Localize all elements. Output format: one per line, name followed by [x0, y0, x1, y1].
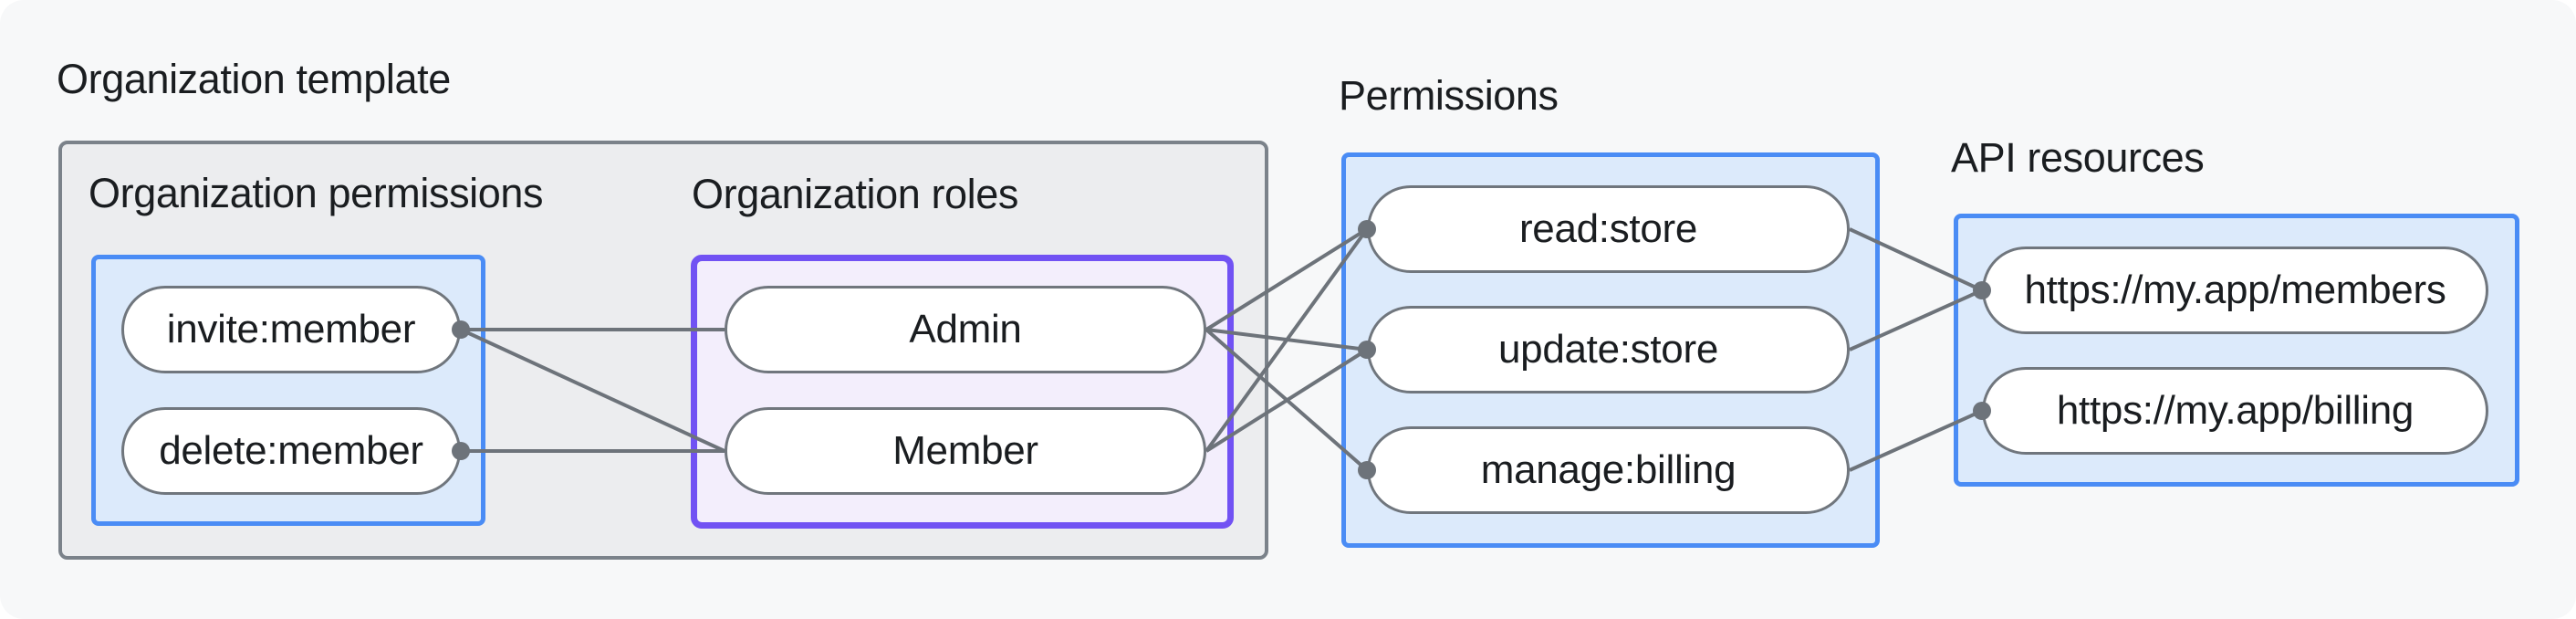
node-label: https://my.app/members: [2024, 268, 2446, 312]
node-update-store: update:store: [1367, 306, 1850, 393]
node-label: Member: [892, 428, 1038, 473]
node-read-store: read:store: [1367, 185, 1850, 273]
api-resources-heading: API resources: [1951, 134, 2205, 181]
node-label: https://my.app/billing: [2056, 388, 2414, 433]
node-label: update:store: [1497, 327, 1719, 372]
org-template-heading: Organization template: [57, 56, 451, 102]
org-permissions-heading: Organization permissions: [89, 170, 544, 216]
node-label: invite:member: [166, 307, 416, 351]
node-label: read:store: [1518, 206, 1698, 251]
node-invite-member: invite:member: [121, 286, 461, 373]
node-label: Admin: [909, 307, 1022, 351]
org-roles-heading: Organization roles: [692, 171, 1018, 217]
node-manage-billing: manage:billing: [1367, 426, 1850, 514]
node-api-members: https://my.app/members: [1982, 247, 2488, 334]
node-api-billing: https://my.app/billing: [1982, 367, 2488, 455]
permissions-heading: Permissions: [1339, 72, 1559, 119]
node-label: delete:member: [159, 428, 423, 473]
node-delete-member: delete:member: [121, 407, 461, 495]
node-admin: Admin: [725, 286, 1206, 373]
node-label: manage:billing: [1480, 447, 1736, 492]
node-member: Member: [725, 407, 1206, 495]
